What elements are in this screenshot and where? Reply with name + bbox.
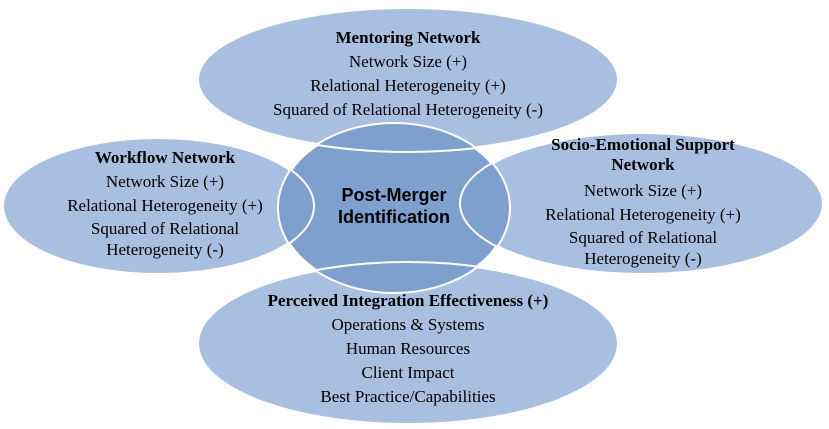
integration-item: Human Resources — [345, 339, 471, 358]
socio-item: Squared of Relational — [568, 228, 718, 247]
center-label: Post-Merger Identification — [318, 184, 470, 228]
workflow-network-text: Workflow Network Network Size (+) Relati… — [40, 146, 290, 260]
workflow-network-title: Workflow Network — [94, 148, 236, 167]
socio-item: Heterogeneity (-) — [584, 249, 702, 268]
mentoring-item: Network Size (+) — [348, 52, 468, 71]
integration-effectiveness-text: Perceived Integration Effectiveness (+) … — [230, 289, 586, 409]
overlap-bottom-lens — [278, 261, 510, 293]
workflow-item: Network Size (+) — [105, 172, 225, 191]
overlap-left-lens — [278, 136, 315, 276]
mentoring-item: Squared of Relational Heterogeneity (-) — [272, 100, 543, 119]
overlap-right-lens — [459, 131, 510, 276]
mentoring-network-title: Mentoring Network — [335, 28, 481, 47]
workflow-item: Heterogeneity (-) — [106, 240, 224, 259]
integration-item: Operations & Systems — [331, 315, 485, 334]
socio-emotional-title-line2: Network — [611, 155, 675, 174]
socio-emotional-network-ellipse — [460, 132, 824, 275]
workflow-network-ellipse — [2, 137, 314, 275]
integration-item: Best Practice/Capabilities — [320, 387, 496, 406]
mentoring-item: Relational Heterogeneity (+) — [310, 76, 506, 95]
workflow-item: Relational Heterogeneity (+) — [67, 196, 263, 215]
integration-item: Client Impact — [361, 363, 455, 382]
socio-emotional-title-line1: Socio-Emotional Support — [551, 135, 735, 154]
center-label-line2: Identification — [338, 207, 450, 227]
socio-item: Relational Heterogeneity (+) — [545, 205, 741, 224]
integration-effectiveness-title: Perceived Integration Effectiveness (+) — [267, 291, 549, 310]
workflow-item: Squared of Relational — [90, 219, 240, 238]
overlap-top-lens — [278, 123, 510, 153]
center-circle-outline — [277, 122, 511, 294]
mentoring-network-text: Mentoring Network Network Size (+) Relat… — [230, 26, 586, 122]
socio-emotional-network-text: Socio-Emotional Support Network Network … — [518, 135, 768, 269]
socio-item: Network Size (+) — [583, 181, 703, 200]
center-label-line1: Post-Merger — [341, 185, 447, 205]
